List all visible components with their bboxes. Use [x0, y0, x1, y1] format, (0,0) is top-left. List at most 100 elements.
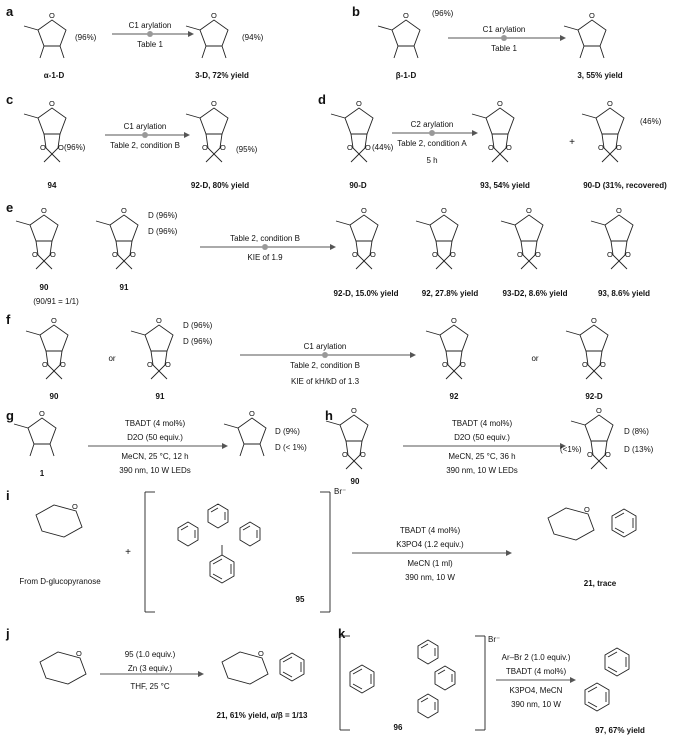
- j-prod-label: 21, 61% yield, α/β = 1/13: [216, 711, 308, 720]
- panel-label-j: j: [6, 626, 10, 641]
- arrow-j: [100, 671, 204, 677]
- f-sm2-label: 91: [155, 392, 165, 401]
- h-sm-label: 90: [350, 477, 360, 486]
- panel-label-k: k: [338, 626, 346, 641]
- arrow-j-bottom: THF, 25 °C: [130, 682, 170, 691]
- d-sm-pct: (44%): [372, 143, 394, 152]
- arrow-e-bottom: KIE of 1.9: [247, 253, 283, 262]
- a-prod-pct: (94%): [242, 33, 264, 42]
- b-sm-label: β-1-D: [395, 71, 417, 80]
- arrow-g-bottom2: 390 nm, 10 W LEDs: [119, 466, 191, 475]
- arrow-j-mid: Zn (3 equiv.): [127, 664, 173, 673]
- f-or1: or: [108, 354, 116, 363]
- a-sm-pct: (96%): [75, 33, 97, 42]
- f-p2: 92-D: [585, 392, 603, 401]
- k-counter: Br⁻: [488, 635, 501, 644]
- e-p4: 93, 8.6% yield: [597, 289, 651, 298]
- arrow-g-bottom1: MeCN, 25 °C, 12 h: [121, 452, 189, 461]
- i-complex-label: 95: [295, 595, 305, 604]
- arrow-i-top2: K3PO4 (1.2 equiv.): [396, 540, 464, 549]
- e-sm2-pct2: D (96%): [148, 227, 178, 236]
- arrow-f-top: C1 arylation: [303, 342, 347, 351]
- arrow-g: [88, 443, 228, 449]
- panel-label-c: c: [6, 92, 14, 107]
- panel-label-a: a: [6, 4, 14, 19]
- arrow-d-bottom2: 5 h: [426, 156, 438, 165]
- c-prod-pct: (95%): [236, 145, 258, 154]
- arrow-f-bottom: Table 2, condition B: [290, 361, 360, 370]
- panel-label-g: g: [6, 408, 14, 423]
- arrow-k: [496, 677, 576, 683]
- arrow-c-top: C1 arylation: [123, 122, 167, 131]
- arrow-i: [352, 550, 512, 556]
- f-sm2-pct2: D (96%): [183, 337, 213, 346]
- d-prod2-label: 90-D (31%, recovered): [583, 181, 667, 190]
- g-prod-pct1: D (9%): [275, 427, 300, 436]
- arrow-d: [392, 130, 478, 136]
- c-sm-label: 94: [47, 181, 57, 190]
- h-prod-pct1: D (8%): [624, 427, 649, 436]
- e-sm2-label: 91: [119, 283, 129, 292]
- e-ratio: (90/91 = 1/1): [33, 297, 79, 306]
- k-complex-label: 96: [393, 723, 403, 732]
- arrow-f-bottom2: KIE of kH/kD of 1.3: [290, 377, 360, 386]
- panel-label-d: d: [318, 92, 326, 107]
- arrow-k-bottom2: 390 nm, 10 W: [511, 700, 561, 709]
- arrow-g-top2: D2O (50 equiv.): [127, 433, 183, 442]
- i-prod-label: 21, trace: [583, 579, 617, 588]
- a-sm-label: α-1-D: [43, 71, 65, 80]
- arrow-a: [112, 31, 194, 37]
- arrow-j-top: 95 (1.0 equiv.): [124, 650, 176, 659]
- h-prod-pct2: D (13%): [624, 445, 654, 454]
- i-counter: Br⁻: [334, 487, 347, 496]
- e-sm2-pct1: D (96%): [148, 211, 178, 220]
- d-prod1-label: 93, 54% yield: [480, 181, 530, 190]
- f-sm1-label: 90: [49, 392, 59, 401]
- panel-label-b: b: [352, 4, 360, 19]
- g-sm-label: 1: [39, 469, 45, 478]
- arrow-e: [200, 244, 336, 250]
- arrow-h-bottom2: 390 nm, 10 W LEDs: [446, 466, 518, 475]
- f-or2: or: [531, 354, 539, 363]
- arrow-b-top: C1 arylation: [482, 25, 526, 34]
- arrow-c: [105, 132, 190, 138]
- e-p2: 92, 27.8% yield: [421, 289, 479, 298]
- arrow-f: [240, 352, 416, 358]
- i-sm-caption: From D-glucopyranose: [19, 577, 101, 586]
- arrow-h: [403, 443, 566, 449]
- arrow-b: [448, 35, 566, 41]
- g-prod-pct2: D (< 1%): [275, 443, 307, 452]
- a-prod-label: 3-D, 72% yield: [195, 71, 249, 80]
- arrow-g-top1: TBADT (4 mol%): [124, 419, 186, 428]
- arrow-c-bottom: Table 2, condition B: [110, 141, 180, 150]
- e-sm1-label: 90: [39, 283, 49, 292]
- arrow-i-top1: TBADT (4 mol%): [399, 526, 461, 535]
- arrow-i-bottom2: 390 nm, 10 W: [405, 573, 455, 582]
- d-plus: +: [569, 137, 575, 148]
- c-prod-label: 92-D, 80% yield: [190, 181, 250, 190]
- e-p1: 92-D, 15.0% yield: [333, 289, 399, 298]
- arrow-d-bottom: Table 2, condition A: [397, 139, 467, 148]
- arrow-h-top2: D2O (50 equiv.): [454, 433, 510, 442]
- arrow-e-top: Table 2, condition B: [230, 234, 300, 243]
- panel-label-f: f: [6, 312, 11, 327]
- arrow-h-top1: TBADT (4 mol%): [451, 419, 513, 428]
- d-prod2-pct: (46%): [640, 117, 662, 126]
- arrow-k-top2: TBADT (4 mol%): [505, 667, 567, 676]
- arrow-a-bottom: Table 1: [137, 40, 163, 49]
- arrow-k-bottom1: K3PO4, MeCN: [509, 686, 563, 695]
- arrow-k-top1: Ar–Br 2 (1.0 equiv.): [501, 653, 571, 662]
- f-p1: 92: [449, 392, 459, 401]
- f-sm2-pct1: D (96%): [183, 321, 213, 330]
- h-prod-pct3: (<1%): [560, 445, 582, 454]
- panel-label-i: i: [6, 488, 10, 503]
- arrow-d-top: C2 arylation: [410, 120, 454, 129]
- arrow-a-top: C1 arylation: [128, 21, 172, 30]
- arrow-i-bottom1: MeCN (1 ml): [407, 559, 453, 568]
- c-sm-pct: (96%): [64, 143, 86, 152]
- b-prod-label: 3, 55% yield: [577, 71, 623, 80]
- panel-label-h: h: [325, 408, 333, 423]
- panel-label-e: e: [6, 200, 14, 215]
- arrow-b-bottom: Table 1: [491, 44, 517, 53]
